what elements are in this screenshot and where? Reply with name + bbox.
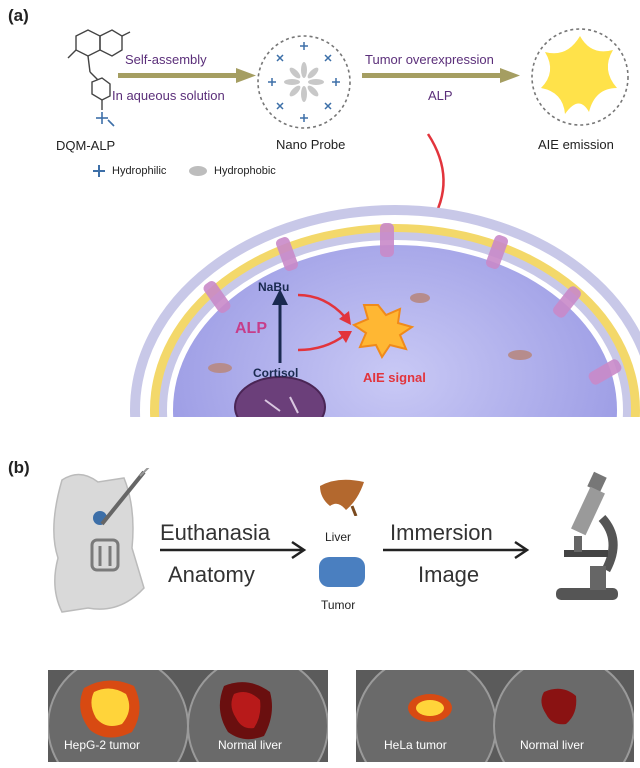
- tumor-icon: [319, 557, 365, 587]
- tumor-overexpression-arrow: [362, 68, 520, 83]
- aie-emission-label: AIE emission: [538, 137, 614, 152]
- nano-probe-circle: [257, 35, 351, 129]
- hydrophilic-icon: [93, 165, 105, 177]
- legend-hydrophobic: Hydrophobic: [214, 165, 276, 177]
- cell-aie-signal-label: AIE signal: [363, 370, 426, 385]
- hepg2-fluorescence-image: [48, 670, 328, 762]
- arrow1-top-label: Self-assembly: [125, 52, 207, 67]
- dish-label-hela: HeLa tumor: [384, 738, 447, 752]
- molecule-name: DQM-ALP: [56, 138, 116, 153]
- aie-emission-circle: [531, 28, 629, 126]
- cell-cortisol-label: Cortisol: [253, 366, 299, 380]
- euthanasia-label: Euthanasia: [160, 520, 271, 545]
- dish-label-normal-liver-1: Normal liver: [218, 738, 283, 752]
- euthanasia-arrow: [160, 540, 307, 560]
- dqm-alp-molecule: [67, 29, 131, 127]
- hydrophobic-icon: [189, 166, 207, 176]
- cell-alp-label: ALP: [235, 320, 267, 337]
- liver-label: Liver: [325, 530, 352, 544]
- immersion-label: Immersion: [390, 520, 493, 545]
- nano-probe-label: Nano Probe: [276, 137, 346, 152]
- arrow2-bottom-label: ALP: [428, 88, 453, 103]
- legend-hydrophilic: Hydrophilic: [112, 165, 167, 177]
- hela-fluorescence-image: [356, 670, 634, 762]
- arrow2-top-label: Tumor overexpression: [365, 52, 494, 67]
- self-assembly-arrow: [118, 68, 256, 83]
- arrow1-bottom-label: In aqueous solution: [112, 88, 225, 103]
- panel-b-label: (b): [8, 458, 30, 477]
- cell-illustration: [130, 205, 640, 417]
- mouse-illustration: [53, 468, 150, 613]
- dish-label-normal-liver-2: Normal liver: [520, 738, 585, 752]
- dish-label-hepg2: HepG-2 tumor: [64, 738, 141, 752]
- cell-nabu-label: NaBu: [258, 280, 290, 294]
- immersion-arrow: [383, 540, 530, 560]
- microscope-icon: [556, 471, 618, 600]
- image-label: Image: [418, 562, 480, 587]
- tumor-label: Tumor: [321, 598, 356, 612]
- panel-a-label: (a): [8, 6, 29, 25]
- liver-icon: [320, 479, 364, 516]
- anatomy-label: Anatomy: [168, 562, 255, 587]
